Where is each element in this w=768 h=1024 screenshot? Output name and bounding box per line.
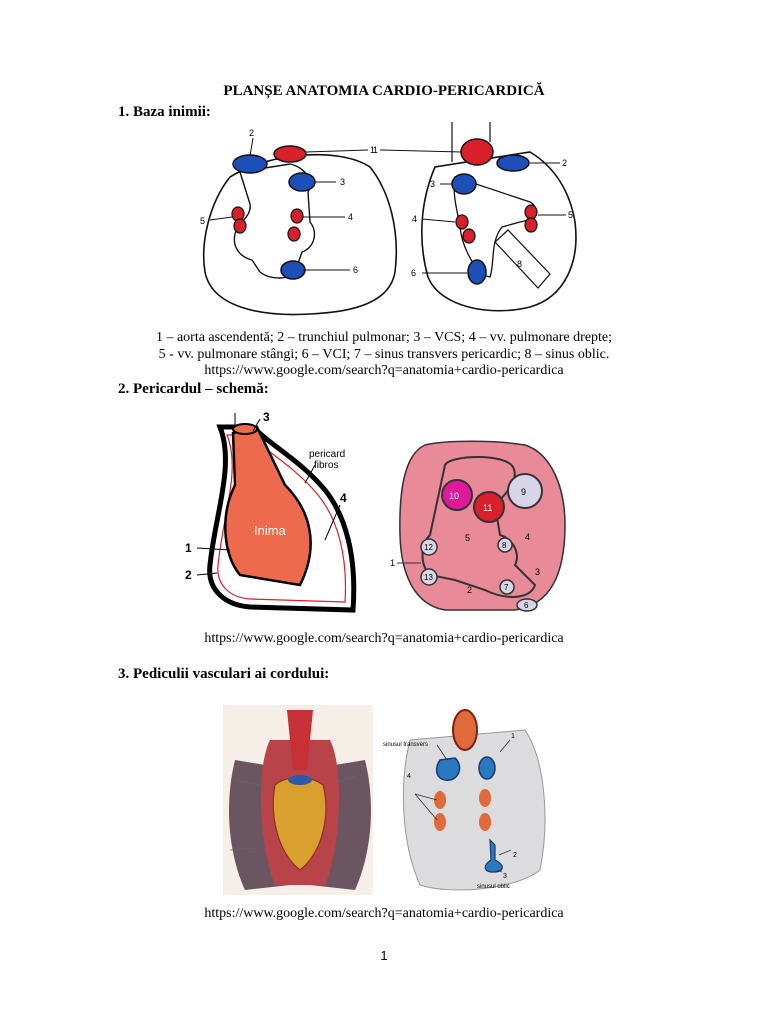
section-2-source-url: https://www.google.com/search?q=anatomia… (0, 631, 768, 647)
section-1-heading: 1. Baza inimii: (118, 104, 211, 121)
section-label-11: 11 (483, 503, 492, 513)
section-label-5: 5 (465, 533, 470, 543)
pericardium-schematic-left: 3 pericard fibros Inima 4 1 2 (185, 410, 354, 610)
section-label-2: 2 (467, 585, 472, 595)
section-1-source-url: https://www.google.com/search?q=anatomia… (0, 363, 768, 379)
label-right-3: 3 (430, 179, 435, 189)
label-right-6: 6 (411, 268, 416, 278)
label-right-5: 5 (568, 210, 573, 220)
heart-base-right-diagram: 1 2 3 4 5 8 6 (373, 122, 576, 311)
pericardium-section-right: 10 11 9 5 4 8 12 1 13 3 2 7 6 (390, 441, 565, 611)
vessel-pulmonary-trunk (233, 155, 267, 173)
heart-base-left-diagram: 2 1 3 5 4 6 (200, 128, 396, 315)
pericardium-figure: 3 pericard fibros Inima 4 1 2 10 11 9 5 … (175, 405, 595, 620)
vessel-aorta-photo (453, 710, 477, 750)
pedicle-label-2: 2 (513, 852, 517, 859)
vessel-aorta (274, 146, 306, 162)
heart-label-inima: Inima (254, 523, 287, 538)
heart-posterior-image: sinusul transvers 1 4 2 3 sinusul oblic (383, 710, 545, 890)
label-right-8: 8 (517, 259, 522, 269)
vessel-vcs (289, 173, 315, 191)
vascular-pedicles-figure: sinusul transvers 1 4 2 3 sinusul oblic (215, 700, 555, 900)
section-label-6: 6 (524, 601, 529, 610)
pericard-label-1: 1 (185, 541, 192, 555)
pericard-label-3: 3 (263, 410, 270, 424)
section-3-source-url: https://www.google.com/search?q=anatomia… (0, 906, 768, 922)
section-label-7: 7 (504, 583, 509, 592)
vessel-vci (281, 261, 305, 279)
section-label-12: 12 (424, 543, 433, 552)
label-right-4: 4 (412, 214, 417, 224)
label-left-5: 5 (200, 216, 205, 226)
heart-base-figure: 2 1 3 5 4 6 1 2 3 4 5 8 6 (190, 122, 590, 322)
section-1-caption-line-2: 5 - vv. pulmonare stângi; 6 – VCI; 7 – s… (0, 346, 768, 363)
page-number: 1 (0, 948, 768, 963)
thorax-dissection-image (223, 705, 373, 895)
section-label-9: 9 (521, 487, 526, 497)
pericard-label-4: 4 (340, 491, 347, 505)
label-right-1: 1 (373, 145, 378, 155)
section-label-1: 1 (390, 558, 395, 568)
section-label-13: 13 (424, 573, 433, 582)
pericard-label-fibros: fibros (314, 460, 338, 471)
section-label-3: 3 (535, 567, 540, 577)
label-sinusul-oblic: sinusul oblic (477, 884, 510, 890)
section-3-heading: 3. Pediculii vasculari ai cordului: (118, 666, 329, 683)
label-left-3: 3 (340, 177, 345, 187)
label-left-2: 2 (249, 128, 254, 138)
pedicle-label-1: 1 (511, 733, 515, 740)
document-title: PLANȘE ANATOMIA CARDIO-PERICARDICĂ (0, 83, 768, 100)
label-right-2: 2 (562, 158, 567, 168)
pedicle-label-4: 4 (407, 773, 411, 780)
label-left-6: 6 (353, 265, 358, 275)
section-2-heading: 2. Pericardul – schemă: (118, 381, 269, 398)
section-label-8: 8 (502, 541, 507, 550)
section-label-4: 4 (525, 532, 530, 542)
pericard-label-pericard: pericard (309, 449, 345, 460)
pedicle-label-3: 3 (503, 873, 507, 880)
pericard-label-2: 2 (185, 568, 192, 582)
section-label-10: 10 (449, 491, 459, 501)
label-sinusul-transvers: sinusul transvers (383, 742, 428, 748)
section-1-caption-line-1: 1 – aorta ascendentă; 2 – trunchiul pulm… (0, 329, 768, 346)
label-left-4: 4 (348, 212, 353, 222)
